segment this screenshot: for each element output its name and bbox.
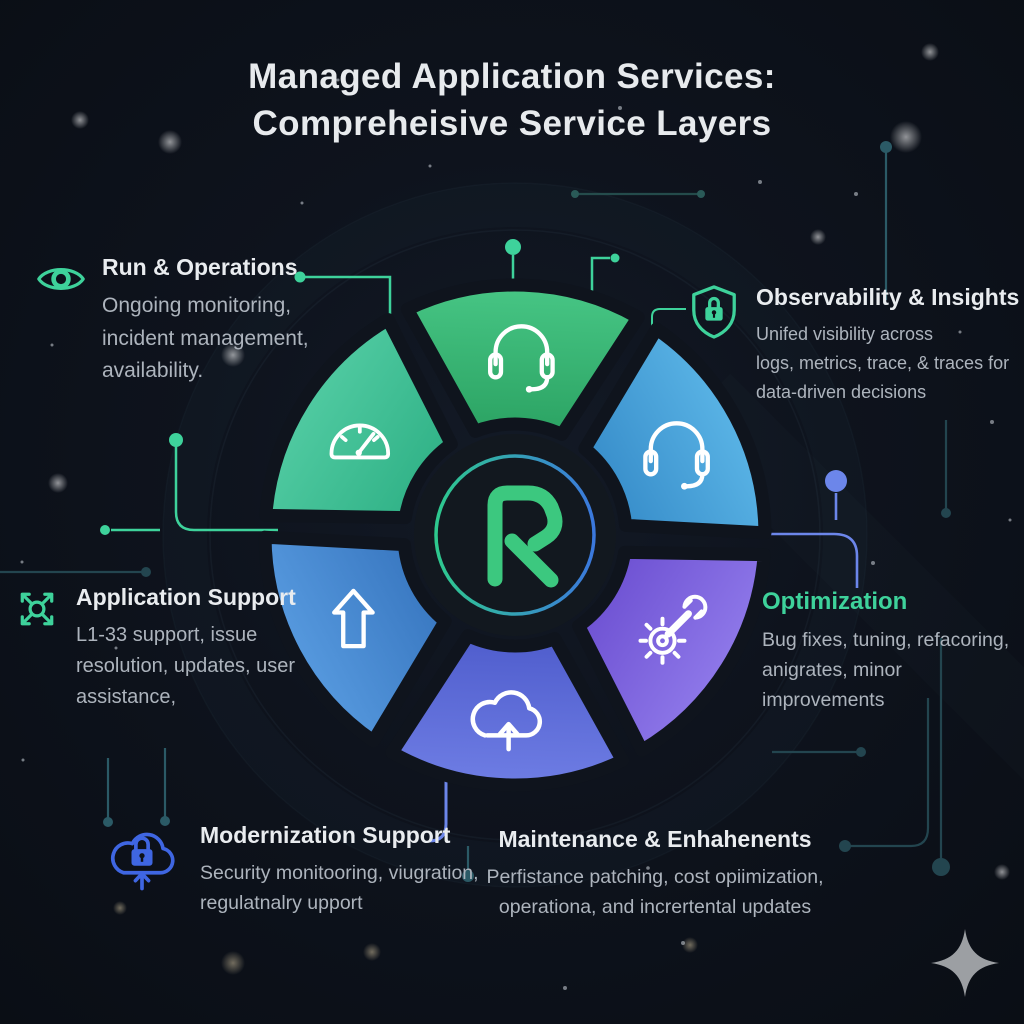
wheel-center-hub — [414, 434, 616, 636]
page-title-line1: Managed Application Services: — [248, 57, 776, 96]
section-heading: Modernization Support — [200, 822, 451, 848]
wheel-segment-optimization-gear — [572, 545, 771, 757]
headset-icon — [643, 421, 710, 490]
cloud-lock-upload-icon — [100, 818, 184, 901]
section-body: L1-33 support, issue resolution, updates… — [76, 624, 296, 708]
section-observability: Observability & Insights Unifed visibili… — [688, 284, 1019, 406]
headset-icon — [488, 324, 555, 393]
section-body: Ongoing monitoring, incident management,… — [102, 294, 309, 383]
wheel-segment-cloud-upload — [385, 629, 630, 792]
gauge-icon — [329, 423, 391, 460]
node-spread-icon — [14, 586, 60, 637]
section-body: Bug fixes, tuning, refacoring, anigrates… — [762, 629, 1010, 712]
section-heading: Application Support — [76, 584, 296, 610]
page-title: Managed Application Services: Compreheis… — [0, 54, 1024, 147]
wheel-segment-support-headset — [400, 278, 645, 441]
section-run-operations: Run & Operations Ongoing monitoring, inc… — [36, 254, 309, 388]
section-heading: Optimization — [762, 588, 908, 615]
section-modernization: Modernization Support Security monitoori… — [100, 818, 479, 918]
arrow-up-icon — [332, 588, 375, 649]
gear-wrench-icon — [638, 594, 708, 665]
section-heading: Maintenance & Enhahenents — [498, 826, 812, 852]
section-body: Security monitooring, viugration, regula… — [200, 862, 479, 915]
section-body: Unifed visibility across logs, metrics, … — [756, 324, 1010, 402]
section-maintenance: Maintenance & Enhahenents Perfistance pa… — [460, 826, 850, 922]
sparkle-star-icon — [931, 929, 999, 997]
cloud-upload-icon — [470, 690, 543, 752]
page-title-line2: Compreheisive Service Layers — [252, 103, 772, 143]
section-heading: Run & Operations — [102, 254, 298, 280]
brand-logo — [487, 485, 563, 588]
eye-icon — [36, 260, 86, 303]
section-body: Perfistance patching, cost opiimization,… — [486, 866, 824, 919]
shield-lock-icon — [688, 284, 740, 345]
section-heading: Observability & Insights — [756, 284, 1020, 310]
circuit-lines-teal — [0, 141, 951, 882]
section-optimization: Optimization Bug fixes, tuning, refacori… — [762, 588, 1009, 716]
section-application-support: Application Support L1-33 support, issue… — [14, 584, 296, 713]
